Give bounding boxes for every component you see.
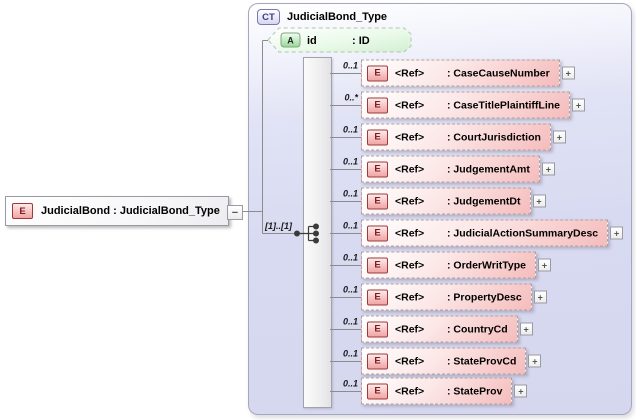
complex-type-badge-icon: CT	[257, 9, 280, 25]
ref-label: <Ref>	[395, 163, 425, 175]
element-name: : CaseTitlePlaintiffLine	[447, 99, 560, 111]
row-judgementamt: 0..1 E <Ref> : JudgementAmt +	[331, 155, 555, 183]
ref-label: <Ref>	[395, 323, 425, 335]
element-judicialbond[interactable]: E JudicialBond : JudicialBond_Type	[5, 196, 229, 226]
cardinality-label: 0..1	[342, 60, 358, 70]
row-stateprov: 0..1 E <Ref> : StateProv +	[331, 377, 528, 405]
element-icon: E	[367, 353, 388, 369]
cardinality-label: 0..1	[342, 124, 358, 134]
expand-toggle[interactable]: +	[552, 130, 566, 144]
expand-toggle[interactable]: +	[532, 194, 546, 208]
row-casetitleplaintiffline: 0..* E <Ref> : CaseTitlePlaintiffLine +	[331, 91, 585, 119]
element-ref-stateprov[interactable]: E <Ref> : StateProv	[361, 377, 513, 405]
complex-type-header: CT JudicialBond_Type	[257, 9, 387, 25]
element-icon: E	[367, 383, 388, 399]
cardinality-label: 0..1	[342, 188, 358, 198]
row-orderwrittype: 0..1 E <Ref> : OrderWritType +	[331, 251, 551, 279]
ref-label: <Ref>	[395, 385, 425, 397]
expand-toggle[interactable]: +	[528, 354, 542, 368]
element-ref-propertydesc[interactable]: E <Ref> : PropertyDesc	[361, 283, 532, 311]
row-casecausenumber: 0..1 E <Ref> : CaseCauseNumber +	[331, 59, 575, 87]
element-icon: E	[367, 65, 388, 81]
row-judicialactionsummarydesc: 0..1 E <Ref> : JudicialActionSummaryDesc…	[331, 219, 624, 247]
element-icon: E	[367, 97, 388, 113]
expand-toggle[interactable]: +	[514, 384, 528, 398]
element-name: : PropertyDesc	[447, 291, 522, 303]
element-ref-casetitleplaintiffline[interactable]: E <Ref> : CaseTitlePlaintiffLine	[361, 91, 570, 119]
ref-label: <Ref>	[395, 355, 425, 367]
cardinality-label: 0..1	[342, 348, 358, 358]
ref-label: <Ref>	[395, 99, 425, 111]
element-icon: E	[367, 321, 388, 337]
element-name: : JudicialActionSummaryDesc	[447, 227, 599, 239]
ref-label: <Ref>	[395, 67, 425, 79]
element-name: : OrderWritType	[447, 259, 526, 271]
ref-label: <Ref>	[395, 227, 425, 239]
row-courtjurisdiction: 0..1 E <Ref> : CourtJurisdiction +	[331, 123, 566, 151]
cardinality-label: 0..1	[342, 316, 358, 326]
expand-toggle[interactable]: +	[519, 322, 533, 336]
element-ref-casecausenumber[interactable]: E <Ref> : CaseCauseNumber	[361, 59, 560, 87]
element-ref-orderwrittype[interactable]: E <Ref> : OrderWritType	[361, 251, 536, 279]
expand-toggle[interactable]: +	[610, 226, 624, 240]
cardinality-label: 0..*	[344, 92, 358, 102]
element-name: : CourtJurisdiction	[447, 131, 541, 143]
element-ref-courtjurisdiction[interactable]: E <Ref> : CourtJurisdiction	[361, 123, 551, 151]
element-ref-judgementamt[interactable]: E <Ref> : JudgementAmt	[361, 155, 540, 183]
element-name: : CaseCauseNumber	[447, 67, 550, 79]
cardinality-label: 0..1	[342, 220, 358, 230]
cardinality-label: 0..1	[342, 284, 358, 294]
expand-toggle[interactable]: +	[533, 290, 547, 304]
cardinality-label: 0..1	[342, 378, 358, 388]
element-ref-countrycd[interactable]: E <Ref> : CountryCd	[361, 315, 518, 343]
collapse-toggle[interactable]: −	[227, 205, 243, 220]
expand-toggle[interactable]: +	[561, 66, 575, 80]
element-ref-judgementdt[interactable]: E <Ref> : JudgementDt	[361, 187, 531, 215]
element-ref-judicialactionsummarydesc[interactable]: E <Ref> : JudicialActionSummaryDesc	[361, 219, 609, 247]
ref-label: <Ref>	[395, 291, 425, 303]
element-name: : CountryCd	[447, 323, 508, 335]
row-stateprovcd: 0..1 E <Ref> : StateProvCd +	[331, 347, 542, 375]
element-icon: E	[367, 193, 388, 209]
expand-toggle[interactable]: +	[541, 162, 555, 176]
row-judgementdt: 0..1 E <Ref> : JudgementDt +	[331, 187, 546, 215]
row-countrycd: 0..1 E <Ref> : CountryCd +	[331, 315, 533, 343]
ref-label: <Ref>	[395, 195, 425, 207]
ref-label: <Ref>	[395, 259, 425, 271]
cardinality-label: 0..1	[342, 156, 358, 166]
row-propertydesc: 0..1 E <Ref> : PropertyDesc +	[331, 283, 547, 311]
element-icon: E	[367, 225, 388, 241]
element-ref-stateprovcd[interactable]: E <Ref> : StateProvCd	[361, 347, 527, 375]
cardinality-label: 0..1	[342, 252, 358, 262]
sequence-bar[interactable]	[303, 57, 332, 408]
complex-type-title: JudicialBond_Type	[287, 11, 388, 23]
element-icon: E	[367, 289, 388, 305]
element-label: JudicialBond : JudicialBond_Type	[41, 205, 220, 217]
element-name: : StateProv	[447, 385, 503, 397]
element-icon: E	[12, 203, 33, 219]
element-name: : StateProvCd	[447, 355, 517, 367]
element-name: : JudgementDt	[447, 195, 521, 207]
element-name: : JudgementAmt	[447, 163, 530, 175]
expand-toggle[interactable]: +	[572, 98, 585, 112]
element-icon: E	[367, 129, 388, 145]
expand-toggle[interactable]: +	[537, 258, 551, 272]
element-icon: E	[367, 257, 388, 273]
element-icon: E	[367, 161, 388, 177]
ref-label: <Ref>	[395, 131, 425, 143]
